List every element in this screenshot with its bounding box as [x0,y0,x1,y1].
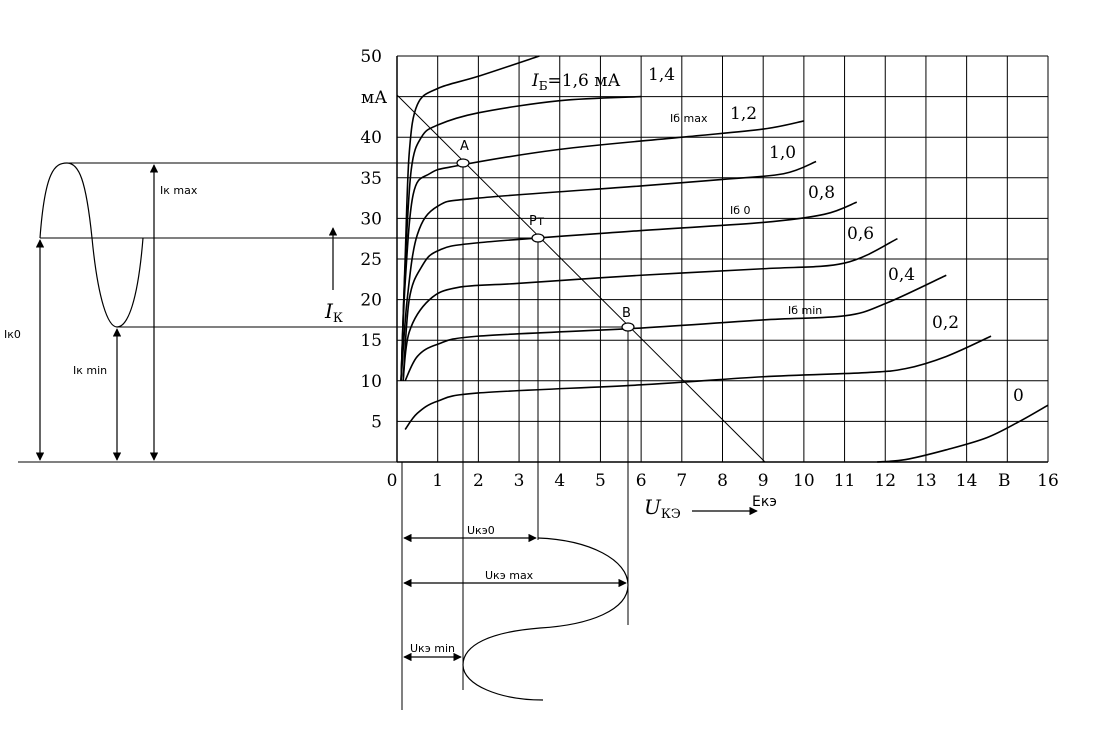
x-tick-label: 12 [874,471,896,491]
point-b-marker [621,322,635,332]
y-tick-labels: 5 10 15 20 25 30 35 40 50 [360,47,382,432]
curve-ib-08 [402,201,858,381]
x-tick-label: 2 [473,471,484,491]
curve-label-1-2: 1,2 [730,104,757,124]
curve-label-0: 0 [1013,386,1024,406]
uke0-label: Uкэ0 [467,524,495,537]
x-tick-label: 11 [834,471,856,491]
curve-label-0-4: 0,4 [888,265,915,285]
uke-max-label: Uкэ max [485,569,534,582]
x-tick-label: 9 [758,471,769,491]
curve-label-1-4: 1,4 [648,65,675,85]
point-rt-marker [531,233,545,243]
uke-min-label: Uкэ min [410,642,455,655]
y-tick-label: 40 [360,128,382,148]
y-tick-label: 10 [360,372,382,392]
ik0-label: Iк0 [4,328,21,341]
y-tick-label: 30 [360,209,382,229]
x-tick-label: 10 [793,471,815,491]
point-b-label: B [622,306,631,321]
ib-min-annotation: Iб min [788,304,822,317]
operating-points [456,158,635,332]
y-tick-label: 20 [360,291,382,311]
x-tick-label: 3 [514,471,525,491]
uke-waveform [462,537,629,701]
point-a-marker [456,158,470,168]
x-tick-label: 4 [554,471,565,491]
point-a-label: A [460,139,469,154]
uke-axis-symbol: UКЭ [644,495,681,522]
ik-max-label: Iк max [160,184,198,197]
y-tick-label: 35 [360,169,382,189]
ik-min-label: Iк min [73,364,107,377]
x-tick-label: 14 [956,471,978,491]
characteristic-curves [400,55,1049,463]
chart-grid [396,55,1049,463]
x-tick-label: 1 [432,471,443,491]
reference-lines [18,162,629,710]
point-rt-label: Рт [529,214,545,229]
curve-ib-14 [400,95,642,381]
curve-label-1-0: 1,0 [769,143,796,163]
curve-ib-06 [402,237,898,381]
x-tick-label: 8 [717,471,728,491]
x-tick-label: 5 [595,471,606,491]
ib-0-annotation: Iб 0 [730,204,751,217]
dimension-arrows [35,164,758,662]
curve-label-ib-top: IБ=1,6 мА [531,71,620,93]
curve-ib-0 [877,404,1049,463]
curve-ib-02 [404,335,992,431]
x-tick-label: 6 [636,471,647,491]
curve-label-0-8: 0,8 [808,183,835,203]
x-tick-label: 0 [387,471,398,491]
curve-ib-04 [404,274,947,382]
ik-axis-symbol: IК [324,299,343,326]
ib-max-annotation: Iб max [670,112,708,125]
x-unit-label: В [998,471,1011,491]
curve-label-0-2: 0,2 [932,313,959,333]
x-tick-label: 13 [915,471,937,491]
supply-voltage-label: Екэ [752,494,777,510]
x-tick-label: 7 [676,471,687,491]
curve-label-0-6: 0,6 [847,224,874,244]
x-tick-label: 16 [1037,471,1059,491]
y-tick-label: 50 [360,47,382,67]
y-tick-label: 15 [360,331,382,351]
ik-waveform [39,162,144,328]
y-tick-label: 5 [371,412,382,432]
y-tick-label: 25 [360,250,382,270]
y-unit-label: мА [361,88,387,108]
curve-ib-10 [400,160,817,381]
